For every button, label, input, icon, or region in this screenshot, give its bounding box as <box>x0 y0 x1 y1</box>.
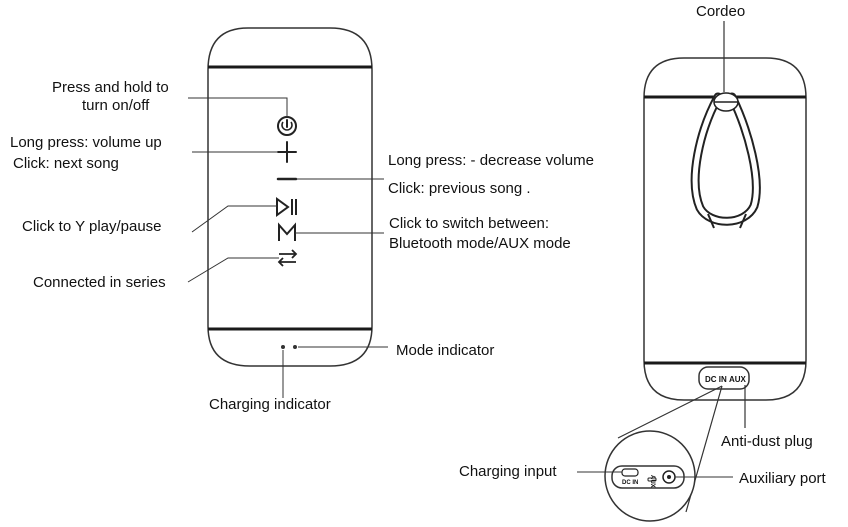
mode-m-icon[interactable] <box>278 222 296 241</box>
series-arrows-icon[interactable] <box>277 249 298 267</box>
series-label: Connected in series <box>33 274 166 291</box>
mode-indicator-light <box>293 345 297 349</box>
vol-down-label-line1: Long press: - decrease volume <box>388 152 594 169</box>
vol-down-label-line2: Click: previous song . <box>388 180 531 197</box>
charging-input-label: Charging input <box>459 463 557 480</box>
volume-up-label-line1: Long press: volume up <box>10 134 162 151</box>
back-port-panel: DC IN AUX <box>698 366 750 390</box>
aux-port-label: Auxiliary port <box>739 470 827 487</box>
volume-up-label-line2: Click: next song <box>13 155 119 172</box>
front-leader-lines <box>187 97 388 398</box>
cord-strap <box>690 92 761 229</box>
front-speaker <box>207 27 373 367</box>
front-speaker-body <box>207 27 373 367</box>
play-label: Click to Y play/pause <box>22 218 162 235</box>
port-zoom-circle: DC IN AUX <box>604 430 696 522</box>
anti-dust-label: Anti-dust plug <box>721 433 813 450</box>
dc-in-port[interactable] <box>621 468 639 477</box>
power-label-line1: Press and hold to <box>52 79 169 96</box>
back-aux-label: AUX <box>729 375 747 384</box>
power-icon[interactable] <box>277 116 297 136</box>
zoom-aux-label: AUX <box>649 475 655 488</box>
mode-switch-label-line1: Click to switch between: <box>389 215 549 232</box>
charging-indicator-light <box>281 345 285 349</box>
zoom-dc-label: DC IN <box>622 480 638 486</box>
zoom-small-slot <box>647 477 657 482</box>
cordeo-label: Cordeo <box>696 3 745 20</box>
power-label-line2: turn on/off <box>82 97 150 114</box>
front-labels: Press and hold to turn on/off Long press… <box>10 79 594 413</box>
back-speaker-body <box>643 57 807 401</box>
back-dc-label: DC IN <box>705 375 727 384</box>
mode-switch-label-line2: Bluetooth mode/AUX mode <box>389 235 571 252</box>
back-labels: Cordeo Anti-dust plug Charging input Aux… <box>459 3 827 487</box>
plus-icon[interactable] <box>277 141 297 163</box>
zoom-leader-lines <box>577 471 733 478</box>
charging-indicator-label: Charging indicator <box>209 396 331 413</box>
mode-indicator-label: Mode indicator <box>396 342 494 359</box>
play-pause-icon[interactable] <box>276 197 297 217</box>
